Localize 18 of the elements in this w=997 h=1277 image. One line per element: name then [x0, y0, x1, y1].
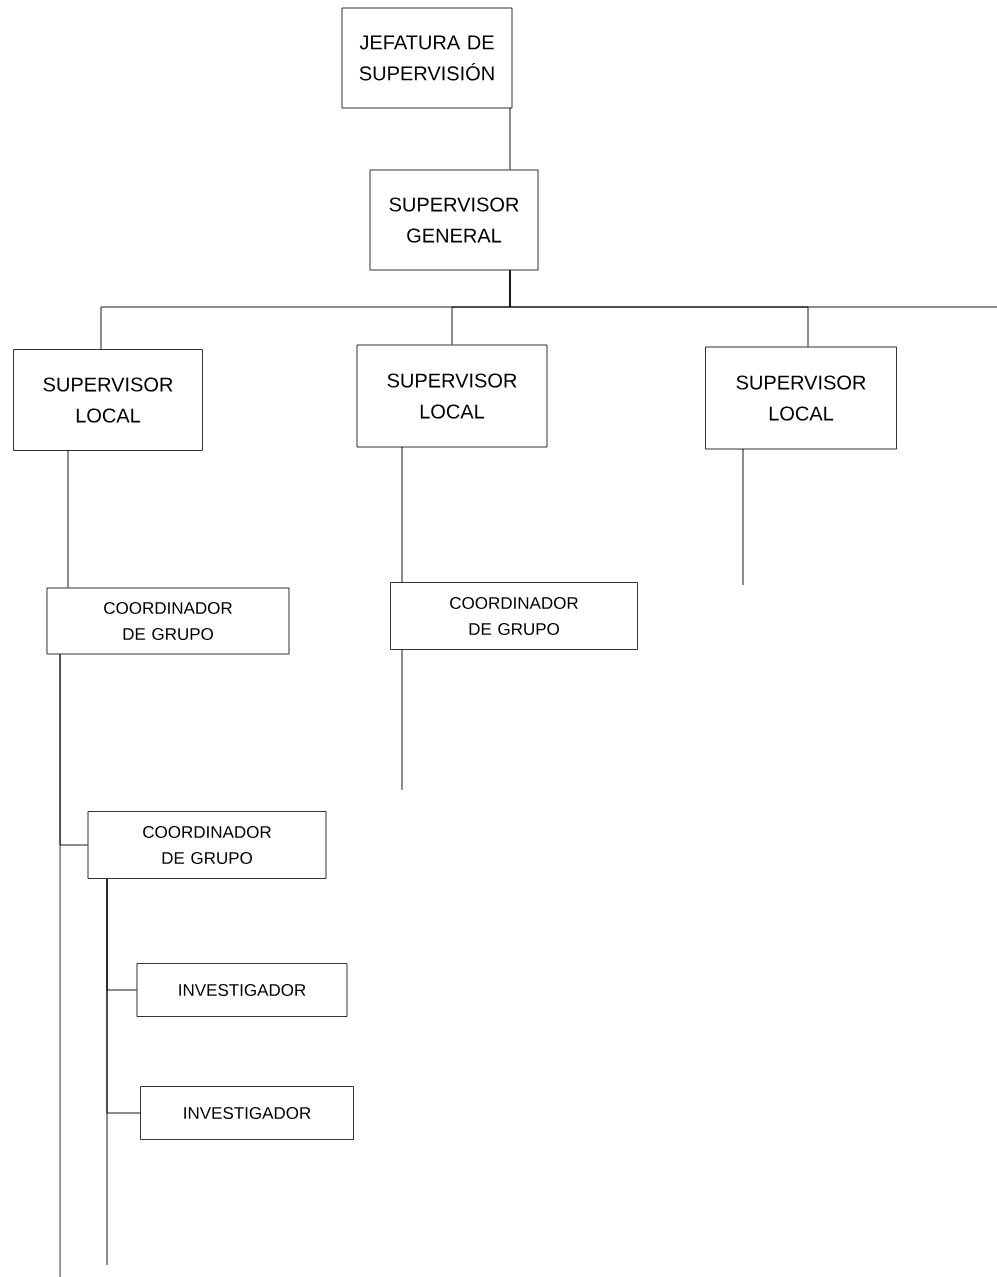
- org-box: SUPERVISOR LOCAL: [705, 346, 897, 450]
- org-box: JEFATURA DE SUPERVISIÓN: [341, 7, 513, 109]
- connector-line: [67, 449, 69, 589]
- org-box: COORDINADOR DE GRUPO: [87, 811, 327, 879]
- connector-line: [509, 269, 997, 308]
- org-box: INVESTIGADOR: [140, 1086, 354, 1140]
- connector-line: [401, 446, 403, 583]
- connector-line: [59, 653, 61, 1277]
- org-box: COORDINADOR DE GRUPO: [46, 587, 290, 655]
- org-box: COORDINADOR DE GRUPO: [390, 582, 638, 650]
- connector-line: [401, 649, 403, 791]
- org-box: INVESTIGADOR: [136, 963, 348, 1017]
- connector-line: [509, 107, 511, 171]
- org-box: SUPERVISOR LOCAL: [13, 349, 203, 451]
- org-box: SUPERVISOR LOCAL: [356, 344, 548, 448]
- org-box: SUPERVISOR GENERAL: [369, 169, 539, 271]
- connector-line: [742, 448, 744, 586]
- connector-line: [106, 878, 108, 1266]
